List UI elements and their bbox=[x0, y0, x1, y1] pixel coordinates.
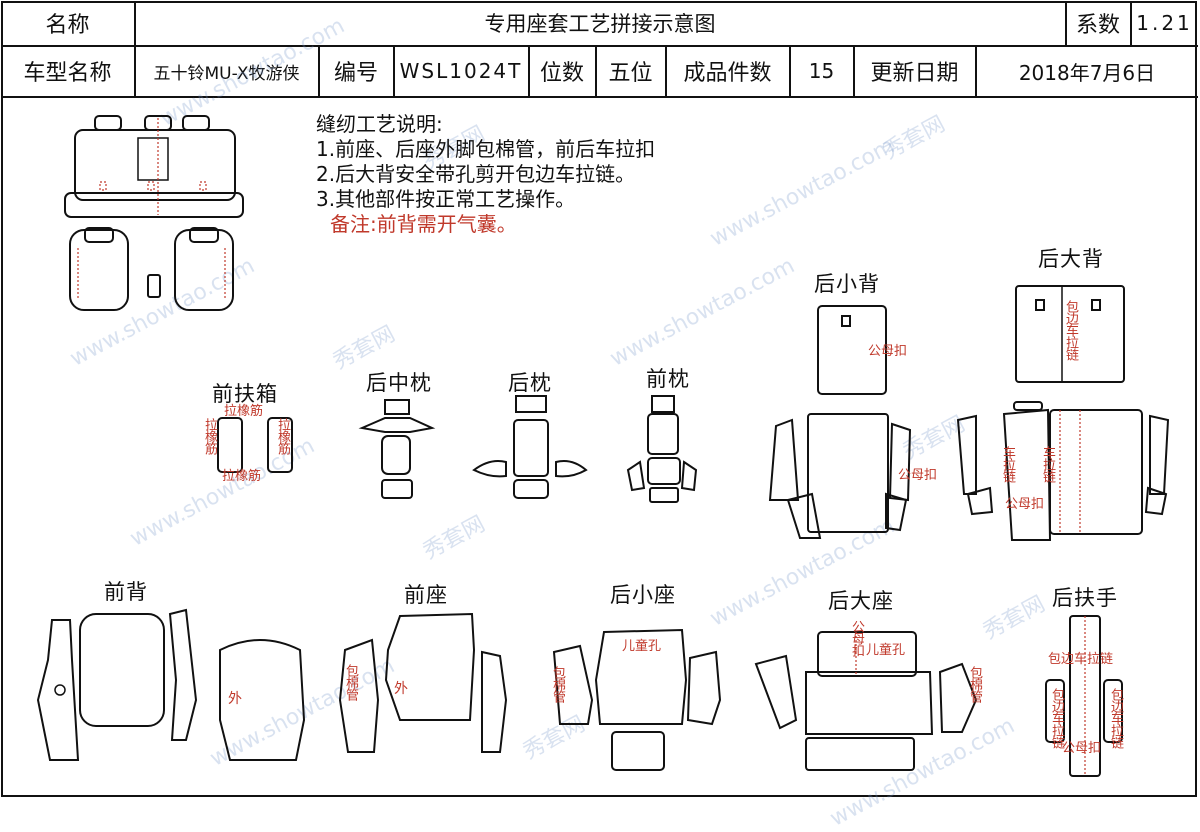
code-value: WSL1024T bbox=[394, 46, 530, 98]
rear-small-back-pattern bbox=[768, 305, 912, 539]
section-front-armrest-box: 前扶箱 bbox=[212, 382, 278, 406]
rear-large-seat-pattern bbox=[754, 631, 978, 771]
rear-armrest-pattern bbox=[1045, 615, 1123, 777]
rear-small-seat-pattern bbox=[552, 628, 722, 771]
seat-overview-diagram bbox=[64, 115, 244, 311]
date-value: 2018年7月6日 bbox=[976, 46, 1198, 98]
section-rear-large-seat: 后大座 bbox=[828, 589, 894, 613]
cotton-pipe-label: 包棉管 bbox=[343, 664, 358, 700]
section-rear-large-back: 后大背 bbox=[1038, 247, 1104, 271]
section-front-seat: 前座 bbox=[404, 583, 448, 607]
elastic-rib-label: 拉橡筋 bbox=[222, 469, 262, 484]
outer-label: 外 bbox=[228, 691, 242, 707]
snap-button-label: 公母扣 bbox=[1062, 741, 1102, 756]
date-label: 更新日期 bbox=[854, 46, 977, 98]
coef-value: 1.21 bbox=[1131, 1, 1198, 47]
snap-button-label: 公母扣 bbox=[868, 344, 908, 359]
elastic-rib-label: 拉橡筋 bbox=[202, 418, 217, 454]
rear-large-back-pattern bbox=[956, 285, 1170, 541]
section-rear-small-seat: 后小座 bbox=[610, 583, 676, 607]
front-headrest-pattern bbox=[626, 395, 698, 503]
model-value: 五十铃MU-X牧游侠 bbox=[135, 46, 320, 98]
outer-label: 外 bbox=[394, 681, 408, 697]
zipper-label: 车拉链 bbox=[1000, 446, 1015, 482]
rear-headrest-pattern bbox=[472, 395, 588, 499]
instruction-item: 1.前座、后座外脚包棉管，前后车拉扣 bbox=[316, 137, 656, 161]
instruction-item: 2.后大背安全带孔剪开包边车拉链。 bbox=[316, 162, 636, 186]
drawing-title: 专用座套工艺拼接示意图 bbox=[135, 1, 1067, 47]
elastic-rib-label: 拉橡筋 bbox=[275, 418, 290, 454]
snap-button-label: 公母扣 bbox=[849, 620, 864, 656]
child-hole-label: 儿童孔 bbox=[622, 639, 662, 654]
seats-label: 位数 bbox=[529, 46, 597, 98]
edge-zipper-label: 包边车拉链 bbox=[1049, 688, 1064, 748]
pieces-value: 15 bbox=[790, 46, 855, 98]
sewing-instructions: 缝纫工艺说明: 1.前座、后座外脚包棉管，前后车拉扣 2.后大背安全带孔剪开包边… bbox=[316, 112, 655, 237]
pieces-label: 成品件数 bbox=[666, 46, 791, 98]
section-rear-middle-headrest: 后中枕 bbox=[366, 371, 432, 395]
section-rear-small-back: 后小背 bbox=[814, 272, 880, 296]
child-hole-label: 儿童孔 bbox=[866, 643, 906, 658]
cotton-pipe-label: 包棉管 bbox=[550, 666, 565, 702]
instructions-heading: 缝纫工艺说明: bbox=[316, 112, 443, 136]
edge-zipper-label: 包边车拉链 bbox=[1063, 300, 1078, 360]
front-seat-pattern bbox=[338, 612, 508, 753]
edge-zipper-label: 包边车拉链 bbox=[1048, 652, 1114, 667]
zipper-label: 车拉链 bbox=[1040, 446, 1055, 482]
snap-button-label: 公母扣 bbox=[1005, 497, 1045, 512]
code-label: 编号 bbox=[319, 46, 395, 98]
snap-button-label: 公母扣 bbox=[898, 468, 938, 483]
instruction-item: 3.其他部件按正常工艺操作。 bbox=[316, 187, 576, 211]
section-rear-armrest: 后扶手 bbox=[1052, 586, 1118, 610]
rear-middle-headrest-pattern bbox=[358, 399, 436, 499]
instruction-note: 备注:前背需开气囊。 bbox=[330, 212, 517, 236]
model-label: 车型名称 bbox=[1, 46, 136, 98]
pattern-drawings bbox=[36, 115, 1170, 777]
seats-value: 五位 bbox=[596, 46, 667, 98]
elastic-rib-label: 拉橡筋 bbox=[224, 404, 264, 419]
section-front-headrest: 前枕 bbox=[646, 367, 690, 391]
name-label: 名称 bbox=[1, 1, 136, 47]
section-rear-headrest: 后枕 bbox=[508, 371, 552, 395]
front-back-pattern bbox=[36, 608, 306, 761]
edge-zipper-label: 包边车拉链 bbox=[1108, 688, 1123, 748]
drawing-frame bbox=[1, 1, 1197, 797]
coef-label: 系数 bbox=[1066, 1, 1132, 47]
section-front-back: 前背 bbox=[104, 580, 148, 604]
front-armrest-box-pattern bbox=[217, 417, 293, 473]
cotton-pipe-label: 包棉管 bbox=[967, 666, 982, 702]
